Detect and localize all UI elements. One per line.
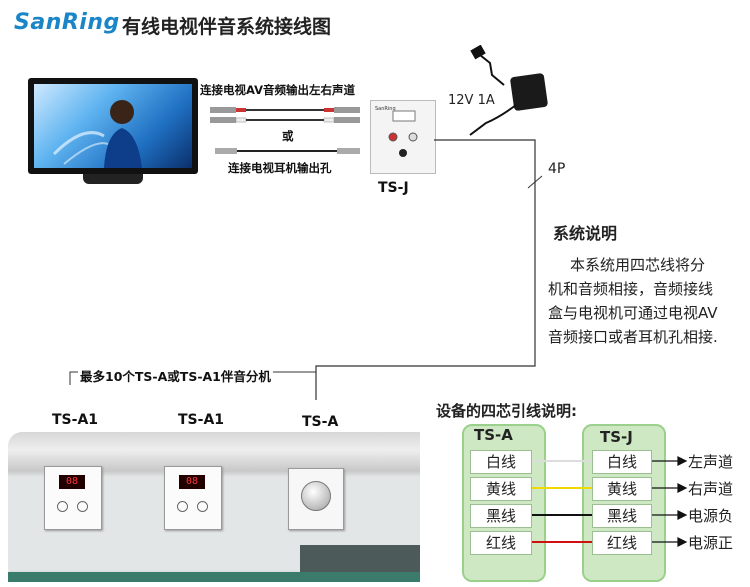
legend-output: 电源正 — [688, 534, 734, 552]
legend-cell: 黄线 — [470, 477, 532, 501]
ts-a1-panel: 08 — [44, 466, 102, 530]
legend-cell: 黑线 — [592, 504, 652, 528]
legend-cell: 白线 — [470, 450, 532, 474]
rail-shadow — [300, 545, 420, 575]
power-spec-label: 12V 1A — [448, 93, 495, 108]
extension-note: 最多10个TS-A或TS-A1伴音分机 — [78, 366, 273, 385]
legend-cell: 黄线 — [592, 477, 652, 501]
info-line: 机和音频相接，音频接线 — [548, 280, 714, 298]
page-title: 有线电视伴音系统接线图 — [122, 16, 332, 38]
tv-image — [28, 78, 198, 186]
power-adapter-icon — [469, 45, 548, 136]
ts-j-label: TS-J — [378, 180, 409, 196]
wire-spec-label: 4P — [548, 161, 566, 177]
volume-knob-icon — [301, 481, 331, 511]
legend-cell: 红线 — [470, 531, 532, 555]
ts-a1-label: TS-A1 — [52, 412, 99, 428]
svg-text:SanRing: SanRing — [375, 106, 396, 112]
info-title: 系统说明 — [553, 224, 618, 243]
ts-a1-label: TS-A1 — [178, 412, 225, 428]
earphone-cable-icon — [215, 148, 360, 154]
ts-a-panel — [288, 468, 344, 530]
av-cable-icon — [210, 107, 360, 123]
av-output-label: 连接电视AV音频输出左右声道 — [200, 83, 356, 97]
legend-output: 电源负 — [688, 507, 734, 525]
info-line: 音频接口或者耳机孔相接. — [548, 328, 718, 346]
legend-cell: 黑线 — [470, 504, 532, 528]
rail-base — [8, 572, 420, 582]
legend-cell: 红线 — [592, 531, 652, 555]
brand-logo: SanRing — [14, 10, 120, 35]
info-line: 本系统用四芯线将分 — [570, 256, 706, 274]
info-line: 盒与电视机可通过电视AV — [548, 304, 718, 322]
legend-output: 右声道 — [688, 480, 734, 498]
ts-a-label: TS-A — [302, 414, 339, 430]
or-label: 或 — [282, 129, 294, 143]
legend-output: 左声道 — [688, 453, 734, 471]
legend-left-header: TS-A — [474, 426, 513, 444]
ts-j-panel: SanRing — [370, 100, 436, 174]
legend-title: 设备的四芯引线说明: — [436, 402, 577, 420]
ts-a1-panel: 08 — [164, 466, 222, 530]
legend-right-header: TS-J — [600, 428, 633, 446]
legend-cell: 白线 — [592, 450, 652, 474]
earphone-output-label: 连接电视耳机输出孔 — [228, 161, 332, 175]
